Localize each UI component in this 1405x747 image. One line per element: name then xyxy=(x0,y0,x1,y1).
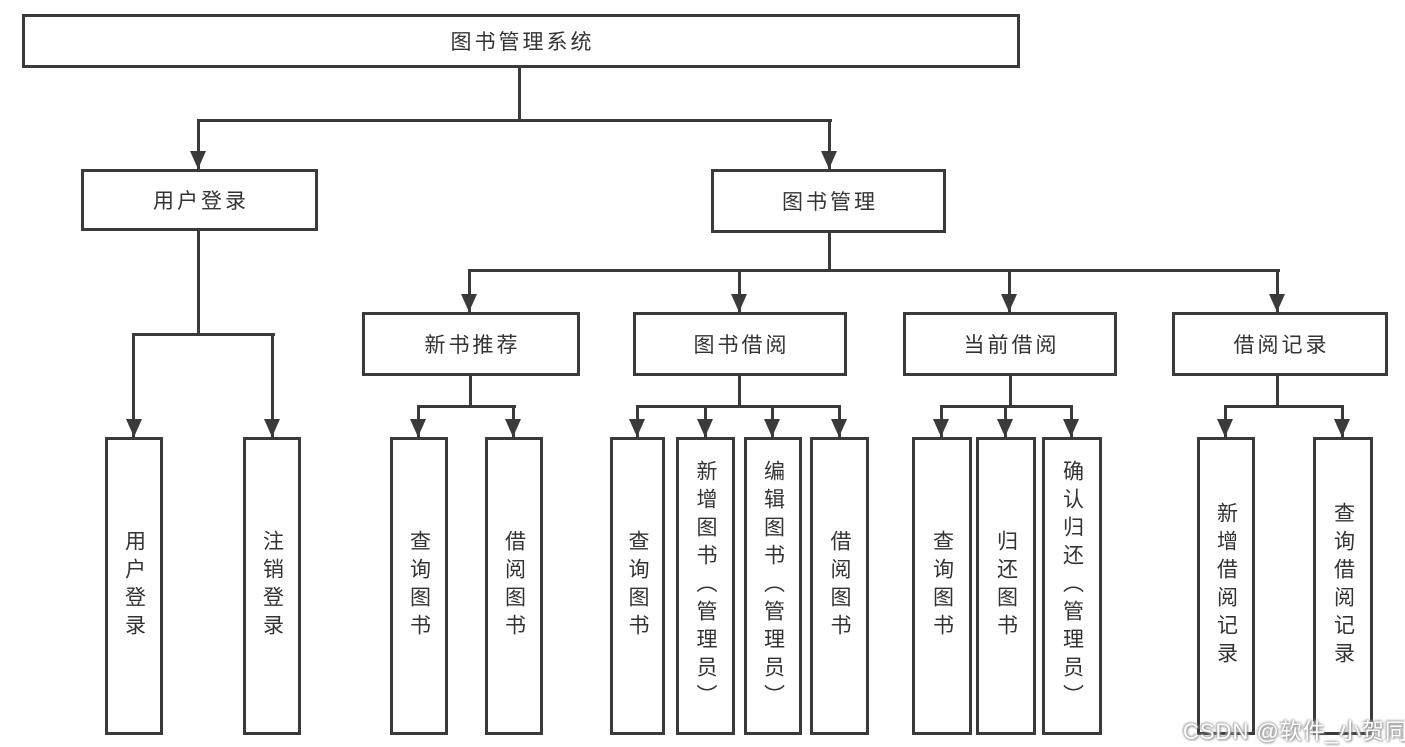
node-user-login: 用户登录 xyxy=(81,169,318,231)
arrow-down-icon xyxy=(1334,419,1350,437)
connector-userlogin-child1 xyxy=(132,333,135,437)
connector-root-stem xyxy=(518,68,521,122)
connector-l2-left xyxy=(197,119,200,169)
arrow-down-icon xyxy=(190,151,206,169)
leaf-borrow-books-rec: 借阅图书 xyxy=(485,437,543,735)
connector-l3-2 xyxy=(738,269,741,312)
leaf-add-books-admin: 新增图书（管理员） xyxy=(676,437,735,735)
arrow-down-icon xyxy=(821,151,837,169)
arrow-down-icon xyxy=(933,419,949,437)
connector-newbook-stem xyxy=(469,376,472,407)
arrow-down-icon xyxy=(505,419,521,437)
watermark: CSDN @软件_小贺同学 xyxy=(1183,719,1405,744)
node-root: 图书管理系统 xyxy=(22,14,1020,68)
node-new-book-recommend: 新书推荐 xyxy=(362,312,580,376)
connector-records-bar xyxy=(1225,405,1344,408)
connector-userlogin-stem xyxy=(197,231,200,336)
node-book-management: 图书管理 xyxy=(711,169,946,233)
arrow-down-icon xyxy=(1269,294,1285,312)
arrow-down-icon xyxy=(697,419,713,437)
leaf-query-books-rec: 查询图书 xyxy=(390,437,448,735)
leaf-query-books-current: 查询图书 xyxy=(912,437,972,735)
arrow-down-icon xyxy=(731,294,747,312)
arrow-down-icon xyxy=(1063,419,1079,437)
connector-borrow-bar xyxy=(636,405,841,408)
arrow-down-icon xyxy=(461,294,477,312)
leaf-return-books: 归还图书 xyxy=(976,437,1036,735)
arrow-down-icon xyxy=(1217,419,1233,437)
leaf-add-borrow-record: 新增借阅记录 xyxy=(1197,437,1255,735)
connector-borrow-stem xyxy=(738,376,741,407)
leaf-user-login: 用户登录 xyxy=(105,437,163,735)
connector-l3-1 xyxy=(468,269,471,312)
connector-l3-4 xyxy=(1276,269,1279,312)
arrow-down-icon xyxy=(126,419,142,437)
arrow-down-icon xyxy=(629,419,645,437)
connector-userlogin-bar xyxy=(133,333,275,336)
leaf-edit-books-admin: 编辑图书（管理员） xyxy=(744,437,802,735)
connector-l2-right xyxy=(828,119,831,169)
connector-l3-3 xyxy=(1008,269,1011,312)
leaf-query-books-borrow: 查询图书 xyxy=(610,437,665,735)
connector-l3-bar xyxy=(468,269,1280,272)
connector-current-bar xyxy=(941,405,1073,408)
arrow-down-icon xyxy=(831,419,847,437)
connector-current-stem xyxy=(1009,376,1012,407)
arrow-down-icon xyxy=(1001,294,1017,312)
node-book-borrow: 图书借阅 xyxy=(633,312,847,376)
arrow-down-icon xyxy=(997,419,1013,437)
connector-records-stem xyxy=(1276,376,1279,407)
leaf-query-borrow-record: 查询借阅记录 xyxy=(1313,437,1373,735)
node-borrow-records: 借阅记录 xyxy=(1172,312,1388,376)
leaf-logout: 注销登录 xyxy=(243,437,301,735)
arrow-down-icon xyxy=(764,419,780,437)
arrow-down-icon xyxy=(410,419,426,437)
connector-userlogin-child2 xyxy=(271,333,274,437)
leaf-confirm-return-admin: 确认归还（管理员） xyxy=(1042,437,1102,735)
leaf-borrow-books: 借阅图书 xyxy=(810,437,869,735)
connector-l2-bar xyxy=(197,119,832,122)
connector-bookmgmt-stem xyxy=(828,233,831,271)
arrow-down-icon xyxy=(264,419,280,437)
node-current-borrow: 当前借阅 xyxy=(903,312,1117,376)
connector-newbook-bar xyxy=(418,405,516,408)
